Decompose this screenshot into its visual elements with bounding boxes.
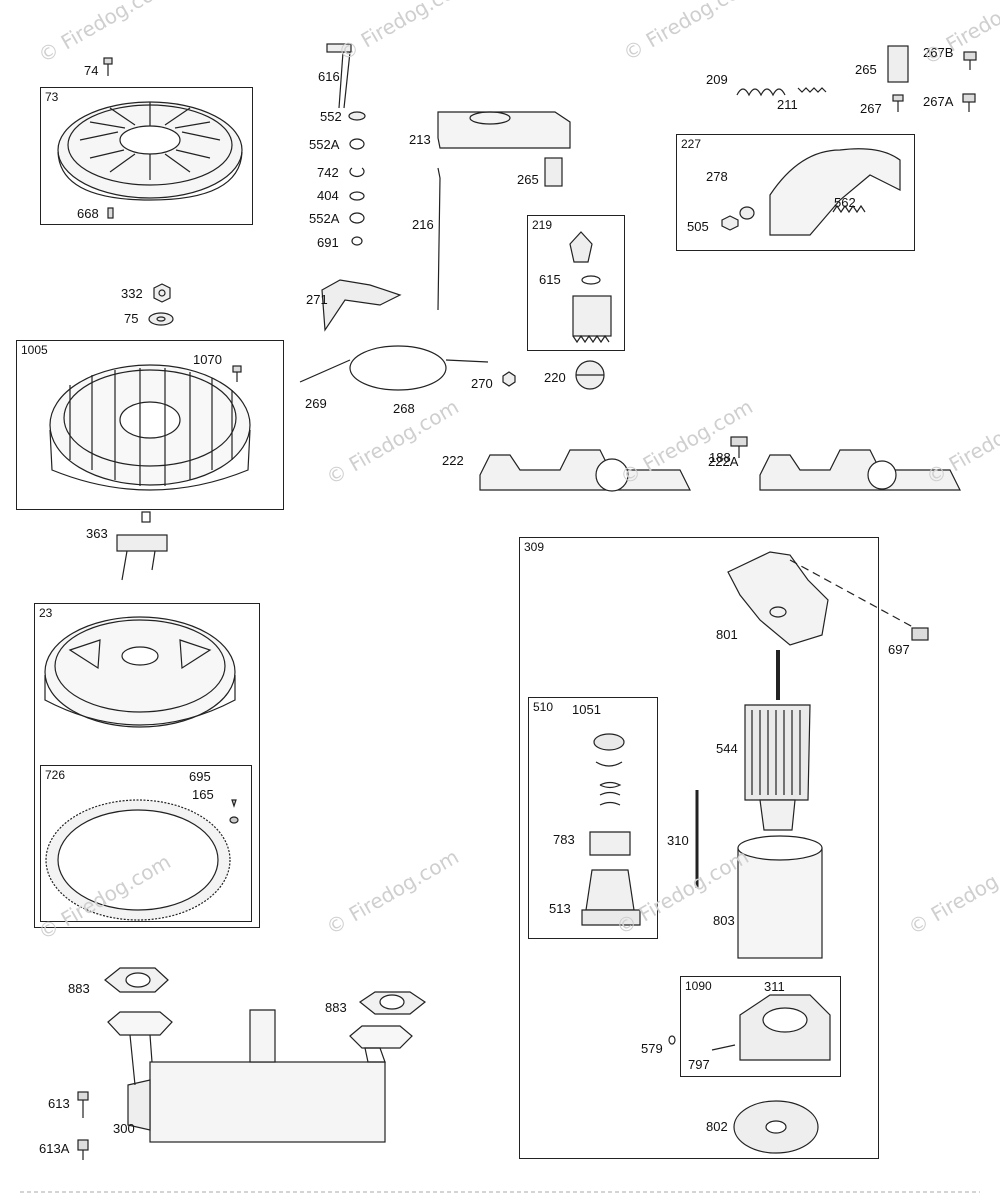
part-label-300: 300	[113, 1121, 135, 1136]
part-label-75: 75	[124, 311, 139, 326]
part-label-216: 216	[412, 217, 434, 232]
assembly-box-label: 73	[45, 90, 59, 104]
part-label-544: 544	[716, 741, 738, 756]
part-label-513: 513	[549, 901, 571, 916]
part-label-797: 797	[688, 1057, 710, 1072]
assembly-box-73: 73	[40, 87, 253, 225]
assembly-box-227: 227	[676, 134, 915, 251]
part-label-552a-2: 552A	[309, 211, 340, 226]
assembly-box-label: 309	[524, 540, 545, 554]
part-label-802: 802	[706, 1119, 728, 1134]
screw-74-drawing	[103, 57, 113, 76]
part-label-697: 697	[888, 642, 910, 657]
part-label-213: 213	[409, 132, 431, 147]
assembly-box-23: 23	[34, 603, 260, 928]
part-label-1070: 1070	[193, 352, 222, 367]
part-label-332: 332	[121, 286, 143, 301]
assembly-box-label: 510	[533, 700, 554, 714]
part-label-883-a: 883	[68, 981, 90, 996]
part-label-803: 803	[713, 913, 735, 928]
assembly-box-1090: 1090	[680, 976, 841, 1077]
part-label-267: 267	[860, 101, 882, 116]
assembly-box-1005: 1005	[16, 340, 284, 510]
part-label-668: 668	[77, 206, 99, 221]
part-label-742: 742	[317, 165, 339, 180]
assembly-box-510: 510	[528, 697, 658, 939]
flywheel-23-drawing	[44, 616, 236, 728]
ignition-module-drawing	[116, 511, 168, 581]
part-label-209: 209	[706, 72, 728, 87]
control-bracket-drawing	[769, 148, 901, 236]
part-label-1051: 1051	[572, 702, 601, 717]
assembly-box-label: 1005	[21, 343, 48, 357]
part-label-613: 613	[48, 1096, 70, 1111]
part-label-310: 310	[667, 833, 689, 848]
part-label-211: 211	[777, 97, 798, 112]
part-label-269: 269	[305, 396, 327, 411]
blower-housing-drawing	[57, 101, 243, 201]
part-label-404: 404	[317, 188, 339, 203]
part-label-552: 552	[320, 109, 342, 124]
part-label-552a-1: 552A	[309, 137, 340, 152]
part-label-562: 562	[834, 195, 856, 210]
part-label-270: 270	[471, 376, 493, 391]
part-label-311: 311	[764, 979, 785, 994]
part-label-691: 691	[317, 235, 339, 250]
part-label-695: 695	[189, 769, 211, 784]
part-label-615: 615	[539, 272, 561, 287]
part-label-265-a: 265	[517, 172, 539, 187]
part-label-74: 74	[84, 63, 99, 78]
part-label-268: 268	[393, 401, 415, 416]
governor-shaft-drawing	[326, 43, 352, 109]
part-label-222: 222	[442, 453, 464, 468]
part-label-883-b: 883	[325, 1000, 347, 1015]
part-label-220: 220	[544, 370, 566, 385]
assembly-box-label: 219	[532, 218, 553, 232]
assembly-box-309: 309	[519, 537, 879, 1159]
assembly-box-label: 227	[681, 137, 702, 151]
assembly-box-label: 23	[39, 606, 53, 620]
part-label-165: 165	[192, 787, 214, 802]
part-label-265-b: 265	[855, 62, 877, 77]
governor-gear-drawing	[569, 231, 612, 344]
flywheel-drawing	[49, 364, 251, 491]
assembly-box-726: 726	[40, 765, 252, 922]
part-label-267b: 267B	[923, 45, 954, 60]
part-label-783: 783	[553, 832, 575, 847]
part-label-613a: 613A	[39, 1141, 70, 1156]
part-label-278: 278	[706, 169, 728, 184]
part-label-267a: 267A	[923, 94, 954, 109]
ring-gear-drawing	[45, 799, 231, 921]
part-label-801: 801	[716, 627, 738, 642]
assembly-box-label: 1090	[685, 979, 712, 993]
assembly-box-label: 726	[45, 768, 66, 782]
part-label-188: 188	[709, 450, 731, 465]
part-label-616: 616	[318, 69, 340, 84]
part-label-505: 505	[687, 219, 709, 234]
part-label-222a: 222A	[708, 454, 739, 469]
part-label-579: 579	[641, 1041, 663, 1056]
assembly-box-219: 219	[527, 215, 625, 351]
part-label-271: 271	[306, 292, 328, 307]
part-label-363: 363	[86, 526, 108, 541]
